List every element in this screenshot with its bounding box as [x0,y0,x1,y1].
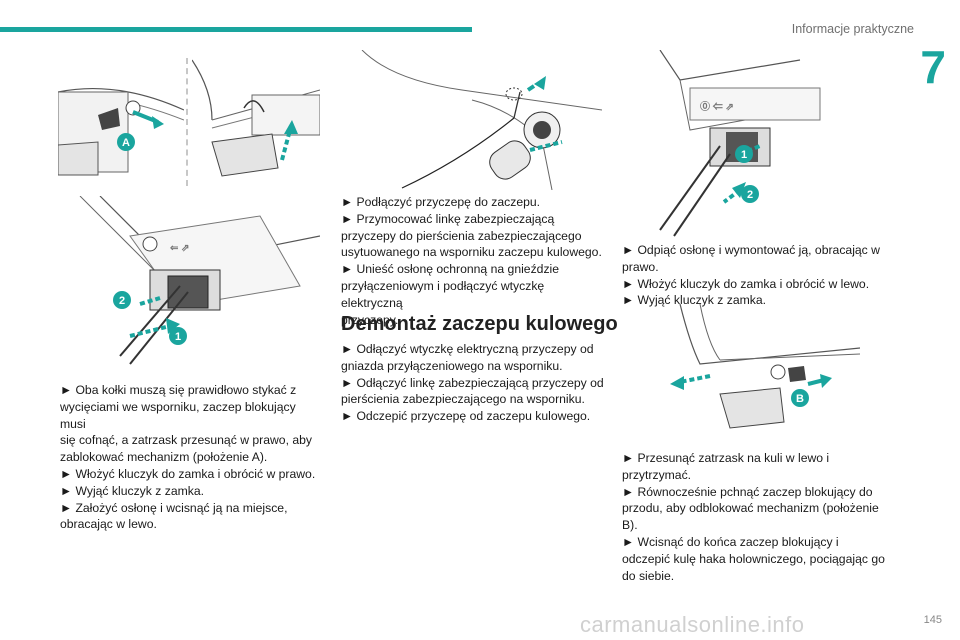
text-line: ► Odczepić przyczepę od zaczepu kulowego… [341,409,591,424]
figure-release-latch: ⓪ ⇐ ⇗ 1 2 [620,50,860,240]
column2-instructions-bottom: ► Odłączyć wtyczkę elektryczną przyczepy… [341,341,607,425]
figure-latch-a: A [58,50,184,180]
callout-b: B [796,393,804,405]
text-line: pierścienia zabezpieczającego na wsporni… [341,392,585,407]
callout-1-right: 1 [741,149,747,161]
section-title: Informacje praktyczne [791,22,914,36]
text-line: przyczepy do pierścienia zabezpieczające… [341,228,582,243]
figure-cable-hook [192,50,320,180]
text-line: ► Równocześnie pchnąć zaczep blokujący d… [622,484,873,499]
text-line: prawo. [622,259,659,274]
text-line: ► Unieść osłonę ochronną na gnieździe [341,262,560,277]
section-heading: Demontaż zaczepu kulowego [341,313,618,335]
text-line: gniazda przyłączeniowego na wsporniku. [341,358,563,373]
text-line: ► Przymocować linkę zabezpieczającą [341,211,555,226]
text-line: ► Włożyć kluczyk do zamka i obrócić w le… [622,276,870,291]
text-line: usytuowanego na wsporniku zaczepu kulowe… [341,245,602,260]
text-line: do siebie. [622,568,675,583]
callout-a: A [122,137,130,149]
text-line: ► Odłączyć wtyczkę elektryczną przyczepy… [341,342,594,356]
text-line: ► Oba kołki muszą się prawidłowo stykać … [60,383,297,397]
column3-instructions-top: ► Odpiąć osłonę i wymontować ją, obracaj… [622,242,892,309]
watermark: carmanualsonline.info [580,612,805,637]
text-line: przodu, aby odblokować mechanizm (położe… [622,501,879,516]
text-line: ► Odpiąć osłonę i wymontować ją, obracaj… [622,243,880,257]
figure-ball-latch-b: B [660,304,860,434]
svg-text:⓪ ⇐ ⇗: ⓪ ⇐ ⇗ [700,100,734,113]
text-line: wycięciami we wsporniku, zaczep blokując… [60,399,296,431]
chapter-number: 7 [920,41,946,93]
text-line: się cofnąć, a zatrzask przesunąć w prawo… [60,433,312,448]
figure-key-insert: ⇐ ⇗ 2 1 [60,196,320,368]
text-line: przyczepy. [341,312,399,327]
text-line: ► Podłączyć przyczepę do zaczepu. [341,195,541,209]
column1-instructions: ► Oba kołki muszą się prawidłowo stykać … [60,382,322,533]
text-line: zablokować mechanizm (położenie A). [60,450,268,465]
text-line: obracając w lewo. [60,517,157,532]
text-line: ► Założyć osłonę i wcisnąć ją na miejsce… [60,500,288,515]
text-line: przyłączeniowym i podłączyć wtyczkę elek… [341,278,545,310]
text-line: odczepić kulę haka holowniczego, pociąga… [622,551,885,566]
text-line: B). [622,518,638,533]
callout-1-left: 1 [175,331,181,343]
header-accent-bar [0,27,472,32]
text-line: ► Wyjąć kluczyk z zamka. [60,483,205,498]
text-line: ► Wyjąć kluczyk z zamka. [622,293,767,308]
text-line: ► Przesunąć zatrzask na kuli w lewo i [622,451,830,465]
text-line: ► Odłączyć linkę zabezpieczającą przycze… [341,375,604,390]
text-line: ► Włożyć kluczyk do zamka i obrócić w pr… [60,466,316,481]
figure-trailer-cable [342,50,602,190]
figure-divider [186,58,188,186]
page-number: 145 [923,614,942,626]
column3-instructions-bottom: ► Przesunąć zatrzask na kuli w lewo i pr… [622,450,892,584]
callout-2-left: 2 [119,295,125,307]
svg-text:⇐ ⇗: ⇐ ⇗ [170,243,190,254]
column2-instructions-top: ► Podłączyć przyczepę do zaczepu. ► Przy… [341,194,607,328]
text-line: przytrzymać. [622,467,692,482]
callout-2-right: 2 [747,189,753,201]
text-line: ► Wcisnąć do końca zaczep blokujący i [622,534,839,549]
